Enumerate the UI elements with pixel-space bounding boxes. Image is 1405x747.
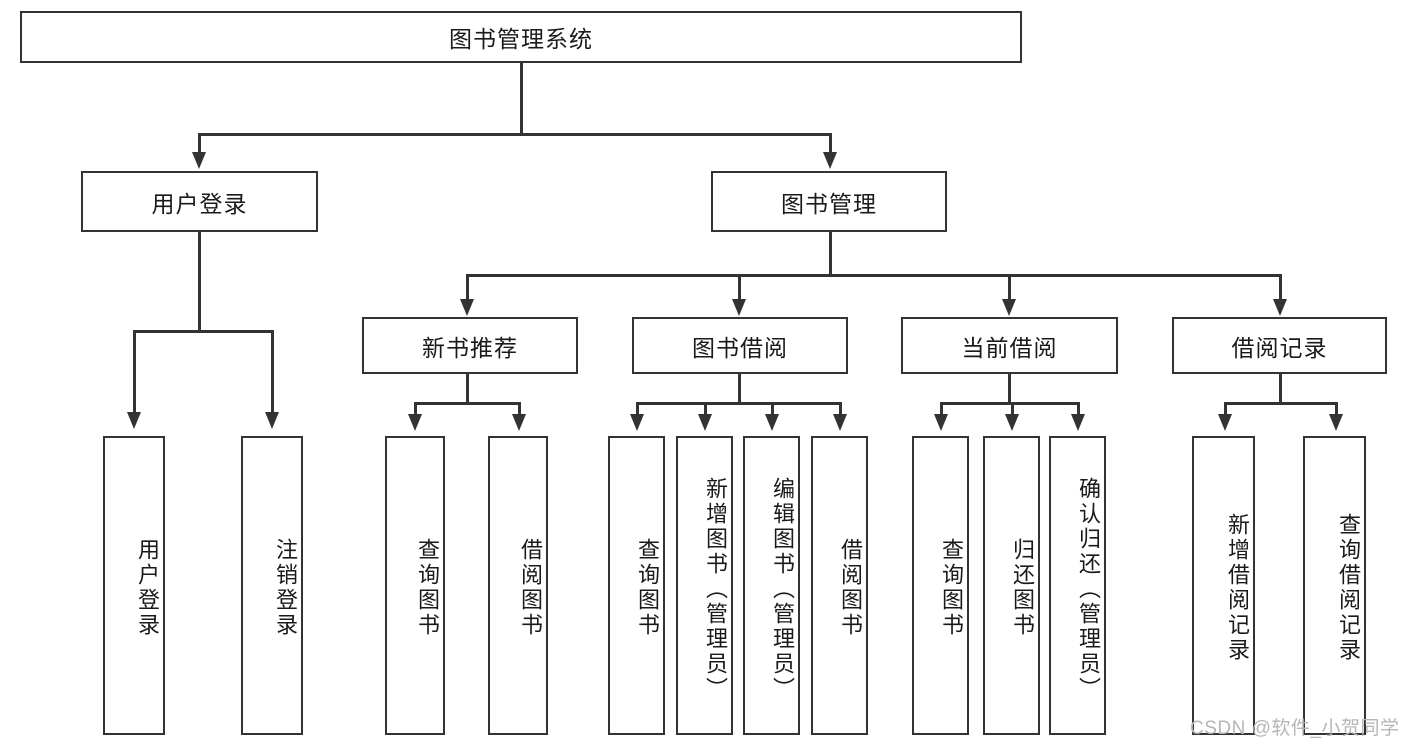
connector-user-login-leaf1 <box>133 330 136 417</box>
arrow-user-login-leaf2 <box>265 412 279 429</box>
leaf-user-login-login[interactable]: 用户登录 <box>103 436 165 735</box>
arrow-cb-leaf2 <box>1005 414 1019 431</box>
connector-bm-to-new-book <box>466 274 469 304</box>
arrow-bm-to-new-book <box>460 299 474 316</box>
arrow-bb-leaf2 <box>698 414 712 431</box>
connector-bb-leaf2 <box>704 402 707 418</box>
connector-bb-leaf3 <box>771 402 774 418</box>
node-root-system[interactable]: 图书管理系统 <box>20 11 1022 63</box>
connector-cb-stem <box>1008 374 1011 404</box>
leaf-cb-return-book[interactable]: 归还图书 <box>983 436 1040 735</box>
arrow-br-leaf2 <box>1329 414 1343 431</box>
arrow-nbr-leaf1 <box>408 414 422 431</box>
node-borrow-record[interactable]: 借阅记录 <box>1172 317 1387 374</box>
connector-br-bus <box>1224 402 1337 405</box>
leaf-bb-query-book[interactable]: 查询图书 <box>608 436 665 735</box>
connector-bm-to-current-borrow <box>1008 274 1011 304</box>
leaf-user-login-logout[interactable]: 注销登录 <box>241 436 303 735</box>
connector-nbr-leaf1 <box>414 402 417 418</box>
arrow-root-to-book-manage <box>823 152 837 169</box>
node-current-borrow[interactable]: 当前借阅 <box>901 317 1118 374</box>
arrow-cb-leaf3 <box>1071 414 1085 431</box>
connector-root-to-user-login <box>198 133 201 157</box>
arrow-root-to-user-login <box>192 152 206 169</box>
node-book-manage[interactable]: 图书管理 <box>711 171 947 232</box>
connector-root-to-book-manage <box>829 133 832 157</box>
connector-br-leaf2 <box>1335 402 1338 418</box>
connector-bb-leaf4 <box>839 402 842 418</box>
connector-bm-to-book-borrow <box>738 274 741 304</box>
connector-br-leaf1 <box>1224 402 1227 418</box>
leaf-bb-add-book-admin[interactable]: 新增图书（管理员） <box>676 436 733 735</box>
connector-cb-leaf1 <box>940 402 943 418</box>
connector-nbr-leaf2 <box>518 402 521 418</box>
connector-cb-leaf2 <box>1011 402 1014 418</box>
connector-cb-bus <box>940 402 1080 405</box>
leaf-br-add-record[interactable]: 新增借阅记录 <box>1192 436 1255 735</box>
connector-bb-stem <box>738 374 741 404</box>
connector-user-login-bus <box>133 330 273 333</box>
connector-bb-bus <box>636 402 841 405</box>
connector-bm-to-borrow-record <box>1279 274 1282 304</box>
arrow-nbr-leaf2 <box>512 414 526 431</box>
connector-nbr-stem <box>466 374 469 404</box>
leaf-br-query-record[interactable]: 查询借阅记录 <box>1303 436 1366 735</box>
leaf-bb-borrow-book[interactable]: 借阅图书 <box>811 436 868 735</box>
node-book-borrow[interactable]: 图书借阅 <box>632 317 848 374</box>
arrow-bm-to-current-borrow <box>1002 299 1016 316</box>
arrow-bm-to-book-borrow <box>732 299 746 316</box>
arrow-bb-leaf3 <box>765 414 779 431</box>
leaf-nbr-query-book[interactable]: 查询图书 <box>385 436 445 735</box>
connector-root-bus <box>198 133 832 136</box>
arrow-br-leaf1 <box>1218 414 1232 431</box>
leaf-bb-edit-book-admin[interactable]: 编辑图书（管理员） <box>743 436 800 735</box>
connector-br-stem <box>1279 374 1282 404</box>
connector-cb-leaf3 <box>1077 402 1080 418</box>
connector-bb-leaf1 <box>636 402 639 418</box>
connector-user-login-leaf2 <box>271 330 274 417</box>
node-user-login[interactable]: 用户登录 <box>81 171 318 232</box>
connector-root-stem <box>520 63 523 135</box>
watermark-csdn: CSDN @软件_小贺同学 <box>1190 718 1400 739</box>
connector-book-manage-stem <box>829 232 832 277</box>
leaf-cb-query-book[interactable]: 查询图书 <box>912 436 969 735</box>
arrow-bb-leaf1 <box>630 414 644 431</box>
node-new-book-recommend[interactable]: 新书推荐 <box>362 317 578 374</box>
leaf-nbr-borrow-book[interactable]: 借阅图书 <box>488 436 548 735</box>
arrow-bb-leaf4 <box>833 414 847 431</box>
connector-nbr-bus <box>414 402 520 405</box>
leaf-cb-confirm-return-admin[interactable]: 确认归还（管理员） <box>1049 436 1106 735</box>
arrow-cb-leaf1 <box>934 414 948 431</box>
connector-book-manage-bus <box>466 274 1282 277</box>
connector-user-login-stem <box>198 232 201 332</box>
arrow-user-login-leaf1 <box>127 412 141 429</box>
arrow-bm-to-borrow-record <box>1273 299 1287 316</box>
